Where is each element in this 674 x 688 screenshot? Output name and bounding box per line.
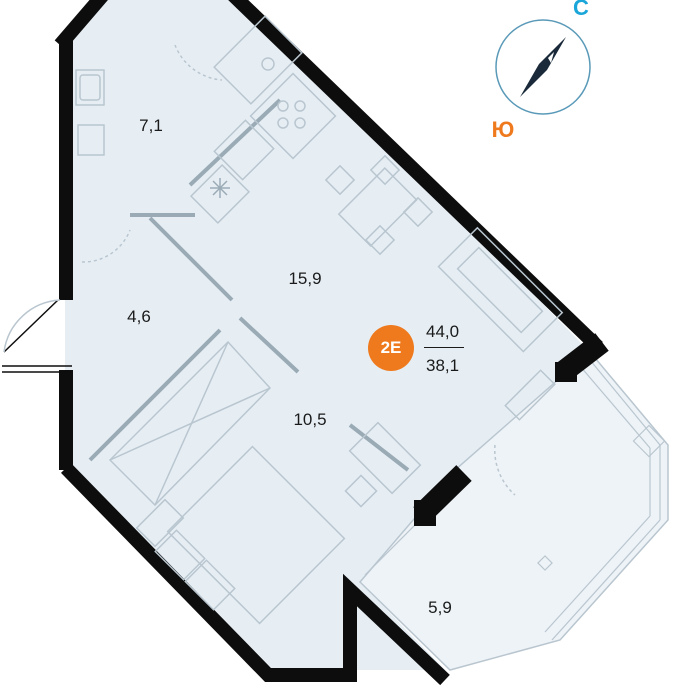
living-area-label: 15,9 xyxy=(288,269,322,288)
apartment-type-badge: 2E xyxy=(368,325,414,371)
compass-needle-icon xyxy=(520,37,566,97)
loggia-area-label: 5,9 xyxy=(428,598,452,617)
kitchen-area-label: 7,1 xyxy=(139,116,163,135)
entrance-door xyxy=(2,299,72,373)
bedroom-area-label: 10,5 xyxy=(293,410,327,429)
living-area-value: 38,1 xyxy=(426,356,460,375)
compass-south-label: Ю xyxy=(491,117,515,142)
compass-ring xyxy=(495,19,591,115)
hall-area-label: 4,6 xyxy=(127,307,151,326)
compass-north-label: С xyxy=(573,0,589,20)
compass xyxy=(495,19,591,115)
area-divider xyxy=(424,347,464,348)
snowflake-icon xyxy=(210,178,230,198)
total-area-value: 44,0 xyxy=(426,322,460,341)
partitions xyxy=(88,98,410,472)
wall-caps xyxy=(414,362,577,526)
badge-text: 2E xyxy=(380,338,402,357)
furniture xyxy=(75,15,564,625)
